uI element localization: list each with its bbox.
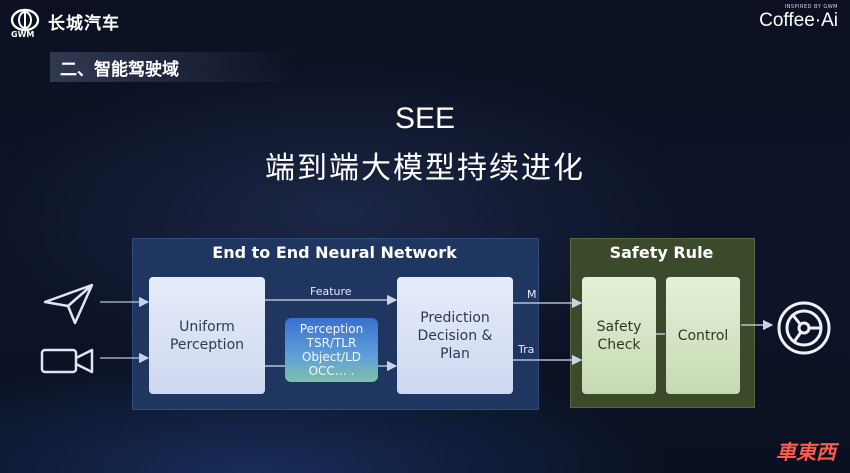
perception-line: Object/LD [301,350,362,364]
slide-subtitle: 端到端大模型持续进化 [265,151,585,186]
gwm-emblem-icon [10,8,40,32]
uniform-perception-node: Uniform Perception [149,277,265,394]
perception-line: OCC… . [308,364,355,378]
watermark: 車東西 [776,440,836,464]
slide-title: SEE [394,102,456,135]
partner-logo-text: Coffee·Ai [759,10,838,31]
coffee-ai-logo: INSPIRED BY GWM Coffee·Ai [759,4,838,32]
safety-group-label: Safety Rule [609,243,714,262]
brand-abbr: GWM [11,30,35,39]
prediction-decision-plan-node: Prediction Decision & Plan [397,277,513,394]
safety-check-node: Safety Check [582,277,656,394]
edge-label-feature: Feature [310,285,352,298]
partner-tagline: INSPIRED BY GWM [784,4,838,10]
camera-icon [40,348,94,374]
edge-label-bottom-partial: Tra [518,343,535,356]
perception-line: Perception [299,322,364,336]
gwm-logo: 长城汽车 GWM [10,4,120,39]
edge-label-top-partial: M [527,288,537,301]
section-title: 二、智能驾驶域 [50,52,300,82]
e2e-group-label: End to End Neural Network [212,243,457,262]
brand-name: 长城汽车 [48,13,120,34]
navigation-arrow-icon [43,283,94,325]
perception-tasks-node: Perception TSR/TLR Object/LD OCC… . [285,318,378,382]
perception-line: TSR/TLR [306,336,357,350]
control-node: Control [666,277,740,394]
steering-wheel-icon [777,301,831,355]
